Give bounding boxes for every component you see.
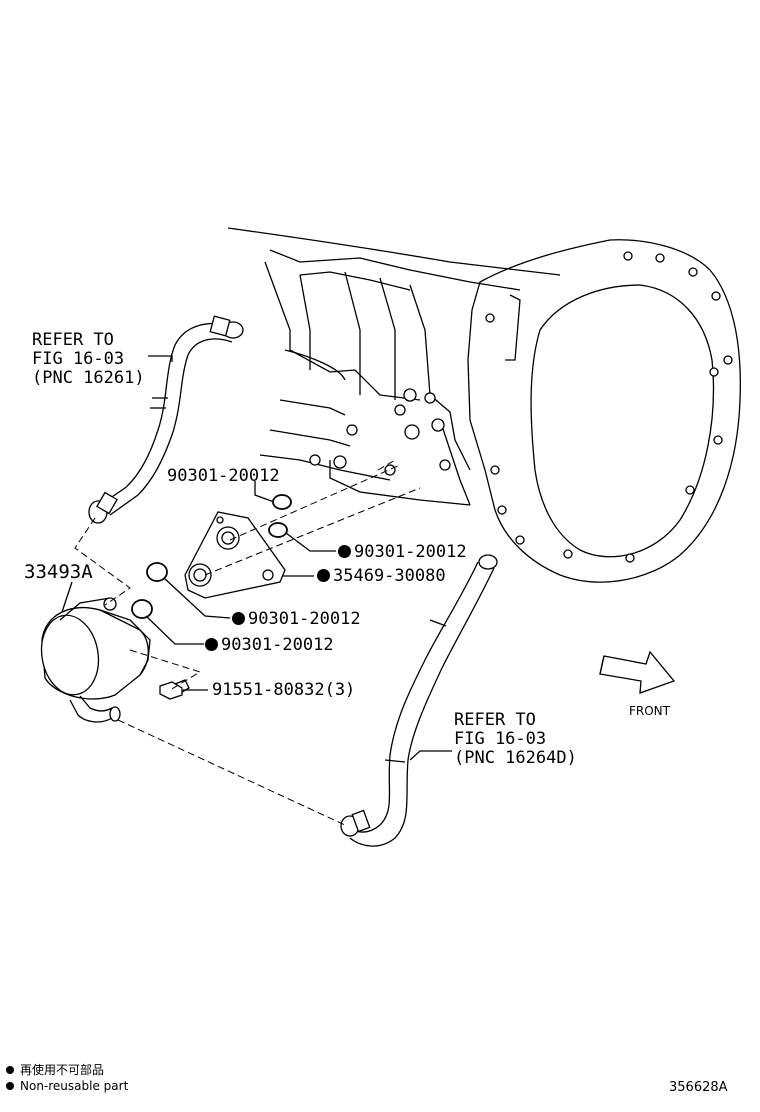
upper-cooler-hose	[88, 315, 244, 524]
part-number-adapter: 35469-30080	[317, 566, 446, 586]
non-reusable-dot-icon	[6, 1082, 14, 1090]
lower-cooler-hose	[340, 554, 498, 847]
legend-en: Non-reusable part	[6, 1079, 128, 1093]
adapter-number: 35469-30080	[333, 566, 446, 586]
refer-lower-line1: REFER TO	[454, 710, 536, 730]
oring-mid-number: 90301-20012	[248, 609, 361, 629]
non-reusable-dot-icon	[317, 569, 330, 582]
oil-cooler	[40, 597, 151, 723]
assembly-lines	[74, 459, 421, 826]
non-reusable-dot-icon	[205, 638, 218, 651]
non-reusable-dot-icon	[6, 1066, 14, 1074]
oring-right-number: 90301-20012	[354, 542, 467, 562]
refer-upper-line1: REFER TO	[32, 330, 114, 350]
part-number-oring-right: 90301-20012	[338, 542, 467, 562]
legend-jp-text: 再使用不可部品	[20, 1063, 105, 1077]
part-number-bolt: 91551-80832(3)	[212, 680, 356, 700]
refer-lower-line2: FIG 16-03	[454, 729, 547, 749]
front-arrow-icon	[599, 650, 676, 694]
o-ring-top	[272, 494, 292, 510]
cooler-adapter	[184, 511, 286, 599]
o-ring-right	[268, 522, 288, 538]
refer-upper-line3: (PNC 16261)	[32, 368, 145, 388]
o-ring-mid	[146, 562, 168, 582]
legend-en-text: Non-reusable part	[20, 1079, 129, 1093]
leader-lines	[61, 355, 452, 761]
part-number-oring-top: 90301-20012	[167, 466, 280, 486]
figure-id: 356628A	[669, 1080, 728, 1095]
o-rings	[131, 494, 292, 619]
oring-low-number: 90301-20012	[221, 635, 334, 655]
o-ring-low	[131, 599, 153, 619]
refer-upper-line2: FIG 16-03	[32, 349, 125, 369]
refer-lower-line3: (PNC 16264D)	[454, 748, 577, 768]
non-reusable-dot-icon	[338, 545, 351, 558]
legend-jp: 再使用不可部品	[6, 1061, 104, 1078]
part-number-oring-mid: 90301-20012	[232, 609, 361, 629]
non-reusable-dot-icon	[232, 612, 245, 625]
transmission-housing	[227, 227, 741, 583]
part-number-oring-low: 90301-20012	[205, 635, 334, 655]
part-number-cooler: 33493A	[24, 561, 93, 583]
front-label: FRONT	[629, 704, 670, 718]
